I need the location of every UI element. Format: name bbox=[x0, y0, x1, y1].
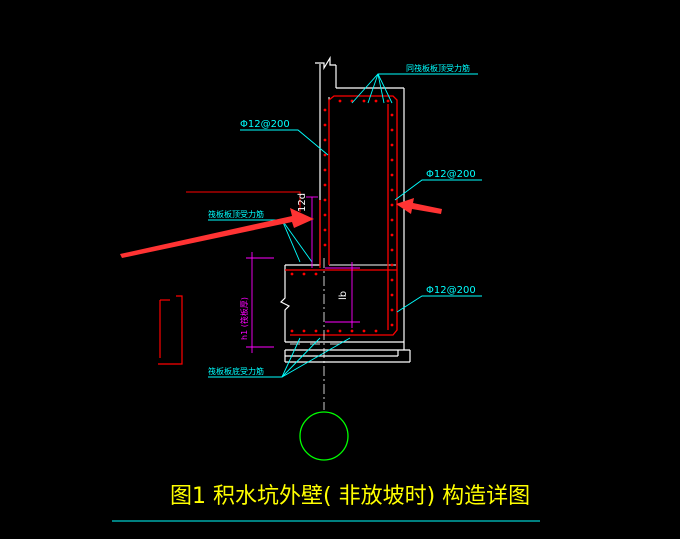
label-phi-upper-left: Φ12@200 bbox=[240, 119, 290, 130]
drawing-title: 图1 积水坑外壁( 非放坡时) 构造详图 bbox=[170, 484, 530, 509]
label-top-right: 同筏板板顶受力筋 bbox=[406, 63, 470, 73]
rebar-dots bbox=[290, 99, 394, 333]
highlight-arrow-right bbox=[396, 198, 442, 214]
section-mark bbox=[158, 295, 183, 365]
dim-h1-text: h1 (筏板厚) bbox=[239, 297, 249, 340]
dimension-lines bbox=[246, 196, 360, 353]
highlight-arrows bbox=[120, 198, 442, 258]
label-raft-top-left: 筏板板顶受力筋 bbox=[208, 209, 264, 219]
rebar-lines bbox=[285, 95, 398, 336]
label-raft-bottom-left: 筏板板底受力筋 bbox=[208, 366, 264, 376]
leader-lines bbox=[208, 73, 482, 378]
highlight-arrow-left bbox=[120, 208, 314, 258]
label-phi-right-mid: Φ12@200 bbox=[426, 169, 476, 180]
axis-circle bbox=[299, 411, 349, 461]
anchor-bracket bbox=[186, 191, 301, 212]
wall-outline bbox=[279, 55, 411, 363]
dim-12d-text: 12d bbox=[297, 193, 308, 212]
dim-lb-text: lb bbox=[338, 291, 349, 300]
label-phi-right-low: Φ12@200 bbox=[426, 285, 476, 296]
inner-wall-face bbox=[328, 97, 396, 266]
